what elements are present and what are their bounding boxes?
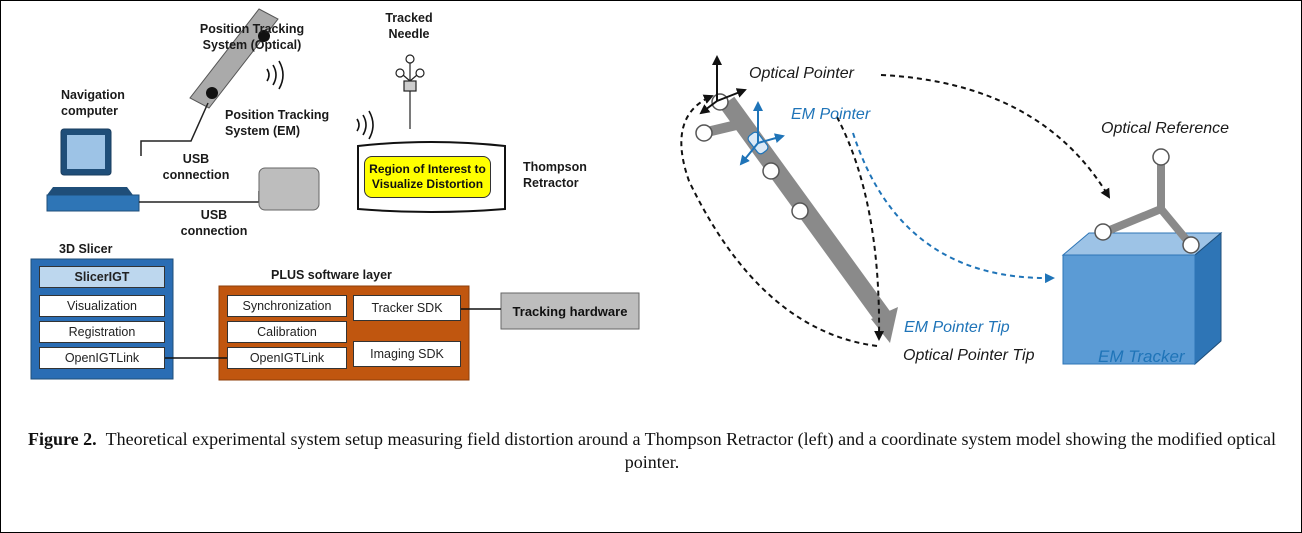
slicer-module-slicerigt: SlicerIGT	[39, 266, 165, 288]
plus-module-calibration: Calibration	[227, 321, 347, 343]
plus-module-tracker-sdk: Tracker SDK	[353, 295, 461, 321]
slicer-module-openigtlink: OpenIGTLink	[39, 347, 165, 369]
em-system-label: Position Tracking System (EM)	[225, 108, 330, 138]
em-tracker-label: EM Tracker	[1098, 347, 1185, 366]
optical-coordinate-frame	[699, 55, 747, 115]
plus-module-synchronization: Synchronization	[227, 295, 347, 317]
em-pointer-label: EM Pointer	[791, 106, 871, 123]
roi-box: Region of Interest to Visualize Distorti…	[364, 156, 491, 198]
usb-connection-label-1: USB connection	[162, 152, 230, 182]
em-pointer-to-tracker-arrow	[852, 132, 1055, 284]
tracking-hardware-box	[500, 292, 640, 330]
optical-pointer-to-reference-arrow	[880, 74, 1111, 199]
optical-pointer-tip-label: Optical Pointer Tip	[903, 347, 1035, 364]
plus-title: PLUS software layer	[271, 268, 392, 282]
figure-caption: Figure 2. Theoretical experimental syste…	[21, 428, 1283, 474]
thompson-retractor-label: Thompson Retractor	[523, 160, 587, 190]
tracked-needle-icon	[395, 54, 425, 129]
optical-pointer-body	[705, 96, 898, 343]
plus-module-openigtlink: OpenIGTLink	[227, 347, 347, 369]
roi-label: Region of Interest to Visualize Distorti…	[369, 162, 486, 191]
em-tracker-box	[1061, 231, 1223, 366]
optical-cable	[140, 102, 209, 156]
slicer-module-registration: Registration	[39, 321, 165, 343]
slicer-module-visualization: Visualization	[39, 295, 165, 317]
optical-reference-label: Optical Reference	[1101, 120, 1230, 137]
usb-cable	[139, 191, 260, 203]
optical-signal-icon	[266, 60, 284, 90]
optical-system-label: Position Tracking System (Optical)	[199, 22, 305, 52]
plus-module-imaging-sdk: Imaging SDK	[353, 341, 461, 367]
optical-frame-to-tip-loop	[680, 94, 878, 347]
computer-icon	[46, 128, 140, 212]
slicer-title: 3D Slicer	[59, 242, 113, 256]
caption-label: Figure 2.	[27, 429, 97, 449]
em-signal-icon	[356, 110, 374, 140]
caption-text: Theoretical experimental system setup me…	[105, 429, 1277, 472]
optical-pointer-label: Optical Pointer	[749, 65, 854, 82]
optical-tracker-camera	[189, 8, 279, 109]
optical-reference-icon	[1094, 148, 1200, 254]
em-pointer-to-tip-arrow	[836, 116, 885, 341]
tracked-needle-label: Tracked Needle	[385, 11, 433, 41]
em-field-generator	[258, 167, 320, 211]
tracking-hardware-label: Tracking hardware	[512, 303, 628, 319]
usb-connection-label-2: USB connection	[180, 208, 248, 238]
em-pointer-tip-label: EM Pointer Tip	[904, 319, 1010, 336]
navigation-computer-label: Navigation computer	[61, 88, 125, 118]
em-coordinate-frame	[739, 101, 785, 166]
